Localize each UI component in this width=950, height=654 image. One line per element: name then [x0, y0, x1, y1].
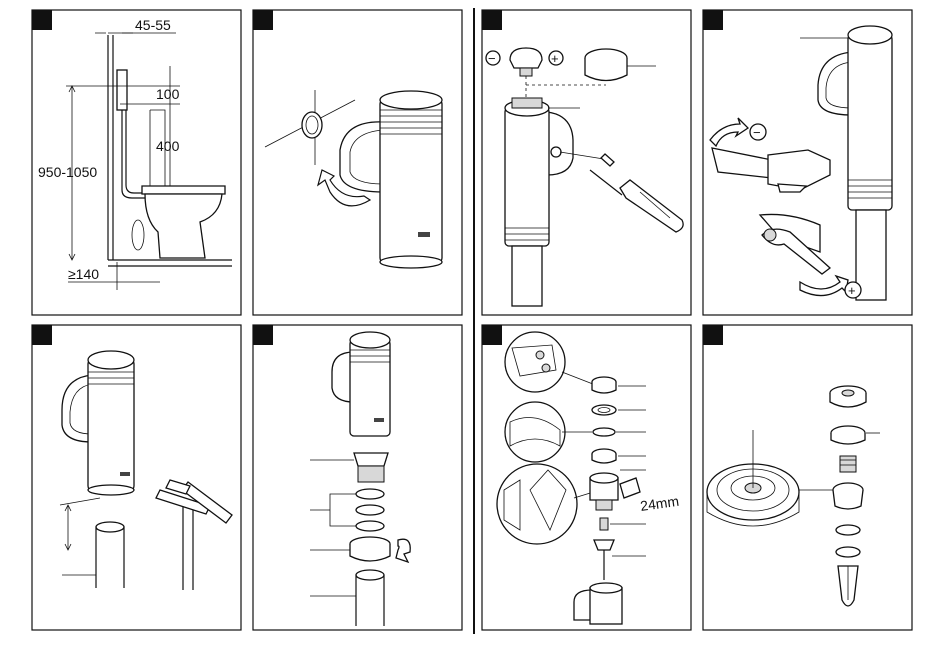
adjust-plus-symbol: +	[551, 51, 559, 66]
adjust-minus-symbol: −	[488, 51, 496, 66]
panel-8	[703, 325, 912, 630]
panel-2-marker	[253, 10, 273, 30]
dim-total-height: 950-1050	[38, 164, 97, 180]
dim-width-range: 45-55	[135, 17, 171, 33]
panel-7: 24mm	[482, 325, 691, 630]
volume-plus-symbol: +	[848, 283, 856, 298]
panel-3: − +	[482, 10, 691, 315]
panel-1-marker	[32, 10, 52, 30]
dim-seat-height: 400	[156, 138, 180, 154]
panel-5	[32, 325, 241, 630]
panel-1: 45-55 100 400 950-1050 ≥140	[32, 10, 241, 315]
panel-4: − +	[703, 10, 912, 315]
dim-min-floor: ≥140	[68, 266, 99, 282]
dim-top-offset: 100	[156, 86, 180, 102]
panel-8-marker	[703, 325, 723, 345]
panel-6	[253, 325, 462, 630]
volume-minus-symbol: −	[753, 125, 761, 140]
panel-4-marker	[703, 10, 723, 30]
panel-6-marker	[253, 325, 273, 345]
panel-7-marker	[482, 325, 502, 345]
panel-5-marker	[32, 325, 52, 345]
panel-2	[253, 10, 462, 315]
panel-3-marker	[482, 10, 502, 30]
